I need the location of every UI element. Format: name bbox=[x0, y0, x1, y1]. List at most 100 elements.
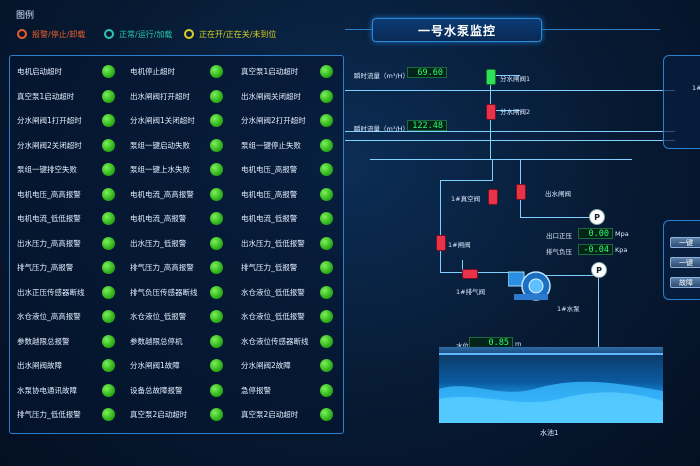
pipe-top-2 bbox=[345, 131, 675, 132]
outlet-pressure-gauge: P bbox=[589, 209, 605, 225]
normal-ring-icon bbox=[104, 29, 114, 39]
alarm-label: 分水闸阀1打开超时 bbox=[17, 115, 82, 125]
legend-normal: 正常/运行/加载 bbox=[104, 27, 172, 41]
moving-ring-icon bbox=[184, 29, 194, 39]
status-lamp-icon bbox=[102, 335, 115, 348]
status-lamp-icon bbox=[102, 261, 115, 274]
pump-icon[interactable] bbox=[508, 266, 554, 302]
alarm-label: 排气压力_高高报警 bbox=[130, 262, 194, 272]
status-lamp-icon bbox=[102, 408, 115, 421]
status-lamp-icon bbox=[102, 237, 115, 250]
pipe-vacuum-v bbox=[440, 180, 441, 240]
status-lamp-icon bbox=[102, 359, 115, 372]
alarm-label: 出水正压传感器断线 bbox=[17, 287, 85, 297]
alarm-label: 泵组一键上水失败 bbox=[130, 164, 190, 174]
status-lamp-icon bbox=[210, 90, 223, 103]
status-lamp-icon bbox=[320, 65, 333, 78]
alarm-label: 设备总故障报警 bbox=[130, 385, 183, 395]
outlet-pressure-label: 出口正压 bbox=[546, 232, 572, 240]
alarm-label: 出水闸阀故障 bbox=[17, 360, 62, 370]
alarm-label: 急停报警 bbox=[241, 385, 271, 395]
legend-title: 图例 bbox=[16, 11, 35, 21]
status-lamp-icon bbox=[102, 114, 115, 127]
split-valve-1-label: 分水闸阀1 bbox=[500, 75, 531, 83]
pool-water bbox=[439, 353, 663, 423]
alarm-label: 真空泵1启动超时 bbox=[241, 66, 299, 76]
vacuum-valve[interactable] bbox=[488, 189, 498, 205]
status-lamp-icon bbox=[210, 237, 223, 250]
status-lamp-icon bbox=[320, 286, 333, 299]
vacuum-valve-label: 1#真空阀 bbox=[451, 195, 481, 203]
outlet-valve[interactable] bbox=[516, 184, 526, 200]
alarm-label: 水泵协电通讯故障 bbox=[17, 385, 77, 395]
pipe-pump-out bbox=[532, 275, 598, 276]
status-lamp-icon bbox=[210, 212, 223, 225]
alarm-label: 分水闸阀2关闭超时 bbox=[17, 140, 82, 150]
alarm-label: 参数越限总报警 bbox=[17, 336, 70, 346]
outlet-pressure-value: 0.00 bbox=[578, 228, 613, 239]
alarm-ring-icon bbox=[17, 29, 27, 39]
status-lamp-icon bbox=[320, 261, 333, 274]
flow2-label: 瞬时流量（m³/H） bbox=[354, 125, 410, 133]
alarm-label: 电机电流_高高报警 bbox=[130, 189, 194, 199]
status-lamp-icon bbox=[102, 384, 115, 397]
pool-rim bbox=[439, 347, 663, 354]
alarm-label: 出水闸阀关闭超时 bbox=[241, 91, 301, 101]
pipe-vacuum-h bbox=[440, 180, 492, 181]
alarm-label: 真空泵2启动超时 bbox=[241, 409, 299, 419]
alarm-label: 排气压力_低报警 bbox=[241, 262, 298, 272]
status-lamp-icon bbox=[210, 261, 223, 274]
alarm-label: 电机停止超时 bbox=[130, 66, 175, 76]
split-valve-1[interactable] bbox=[486, 69, 496, 85]
status-lamp-icon bbox=[102, 212, 115, 225]
exhaust-valve[interactable] bbox=[462, 269, 478, 279]
status-lamp-icon bbox=[320, 408, 333, 421]
flow1-value: 69.60 bbox=[407, 67, 447, 78]
alarm-label: 电机电流_高报警 bbox=[130, 213, 187, 223]
gate-valve[interactable] bbox=[436, 235, 446, 251]
alarm-label: 分水闸阀1故障 bbox=[130, 360, 180, 370]
level-unit: m bbox=[515, 340, 522, 348]
status-lamp-icon bbox=[102, 90, 115, 103]
alarm-label: 泵组一键停止失败 bbox=[241, 140, 301, 150]
flow2-value: 122.48 bbox=[407, 120, 447, 131]
pipe-vacuum-riser bbox=[492, 159, 493, 181]
status-lamp-icon bbox=[102, 65, 115, 78]
status-lamp-icon bbox=[210, 359, 223, 372]
status-lamp-icon bbox=[210, 384, 223, 397]
status-lamp-icon bbox=[210, 286, 223, 299]
status-lamp-icon bbox=[320, 163, 333, 176]
alarm-label: 水仓液位_低报警 bbox=[130, 311, 187, 321]
alarm-label: 水仓液位_低低报警 bbox=[241, 287, 305, 297]
status-lamp-icon bbox=[210, 114, 223, 127]
alarm-label: 真空泵1启动超时 bbox=[17, 91, 75, 101]
alarm-label: 电机电压_高高报警 bbox=[17, 189, 81, 199]
pipe-gate-drop bbox=[440, 240, 441, 272]
alarm-label: 分水闸阀2故障 bbox=[241, 360, 291, 370]
alarm-label: 分水闸阀2打开超时 bbox=[241, 115, 306, 125]
flow1-label: 瞬时流量（m³/H） bbox=[354, 72, 410, 80]
pipe-header bbox=[370, 159, 632, 160]
status-lamp-icon bbox=[320, 212, 333, 225]
pipe-top-1 bbox=[345, 90, 675, 91]
one-key-button-1[interactable]: 一键 bbox=[670, 237, 700, 248]
outlet-pressure-unit: Mpa bbox=[615, 230, 629, 238]
pipe-outlet-h bbox=[520, 217, 590, 218]
pipe-split-1 bbox=[490, 75, 520, 76]
alarm-label: 水仓液位传感器断线 bbox=[241, 336, 309, 346]
status-lamp-icon bbox=[102, 163, 115, 176]
fault-button[interactable]: 故障 bbox=[670, 277, 700, 288]
status-lamp-icon bbox=[320, 359, 333, 372]
alarm-label: 电机电压_高报警 bbox=[241, 164, 298, 174]
alarm-label: 真空泵2启动超时 bbox=[130, 409, 188, 419]
status-lamp-icon bbox=[320, 237, 333, 250]
alarm-label: 水仓液位_低低报警 bbox=[241, 311, 305, 321]
status-lamp-icon bbox=[102, 188, 115, 201]
one-key-button-2[interactable]: 一键 bbox=[670, 257, 700, 268]
split-valve-2-label: 分水闸阀2 bbox=[500, 108, 531, 116]
pipe-top-3 bbox=[345, 140, 675, 141]
pipe-gate-v bbox=[462, 260, 463, 272]
pool-label: 水池1 bbox=[540, 429, 559, 437]
status-lamp-icon bbox=[210, 65, 223, 78]
split-valve-2[interactable] bbox=[486, 104, 496, 120]
